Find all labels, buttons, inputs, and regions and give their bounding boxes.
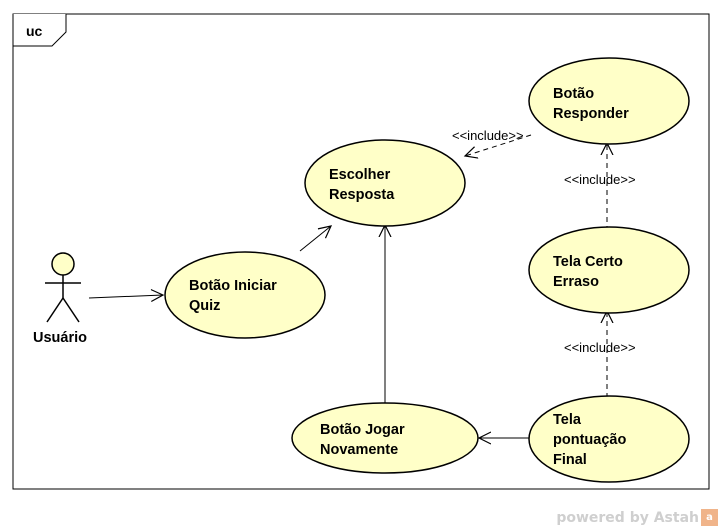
usecase-ellipse <box>304 139 466 227</box>
usecase-label-line2: Resposta <box>329 187 395 203</box>
usecase-ellipse <box>164 251 326 339</box>
include-label-3: <<include>> <box>564 340 636 355</box>
actor-head <box>51 252 75 276</box>
usecase-ellipse <box>528 57 690 145</box>
actor-left-leg <box>46 297 64 323</box>
assoc-actor-to-iniciar <box>88 295 163 298</box>
usecase-label-line1: Tela Certo <box>553 254 623 270</box>
usecase-label-line1: Botão <box>553 86 594 102</box>
usecase-label-line1: Escolher <box>329 167 391 183</box>
usecase-label-line1: Botão Jogar <box>320 422 405 438</box>
usecase-label-line2: Novamente <box>320 442 398 458</box>
usecase-label-line3: Final <box>553 452 587 468</box>
usecase-label-line2: Erraso <box>553 274 599 290</box>
include-label-2: <<include>> <box>564 172 636 187</box>
usecase-tela-pontuacao-final[interactable]: Tela pontuação Final <box>528 395 690 483</box>
actor-usuario[interactable]: Usuário <box>33 252 87 346</box>
usecase-botao-responder[interactable]: Botão Responder <box>528 57 690 145</box>
usecase-label-line1: Tela <box>553 412 582 428</box>
usecase-label-line1: Botão Iniciar <box>189 278 277 294</box>
usecase-ellipse <box>291 402 479 474</box>
usecase-label-line2: pontuação <box>553 432 626 448</box>
usecase-label-line2: Quiz <box>189 298 220 314</box>
actor-right-leg <box>62 297 80 323</box>
actor-name: Usuário <box>33 330 87 346</box>
include-escolher-responder <box>465 134 532 156</box>
frame-tab <box>12 14 67 47</box>
usecase-label-line2: Responder <box>553 106 629 122</box>
usecase-ellipse <box>528 226 690 314</box>
usecase-ellipse <box>528 395 690 483</box>
astah-logo-icon: a <box>701 509 718 526</box>
frame-label: uc <box>26 23 43 39</box>
usecase-tela-certo-erraso[interactable]: Tela Certo Erraso <box>528 226 690 314</box>
astah-watermark: powered by Astah a <box>556 509 718 526</box>
usecase-escolher-resposta[interactable]: Escolher Resposta <box>304 139 466 227</box>
include-label-1: <<include>> <box>452 128 524 143</box>
assoc-iniciar-to-escolher <box>299 226 331 252</box>
watermark-text: powered by Astah <box>556 509 699 526</box>
usecase-botao-iniciar-quiz[interactable]: Botão Iniciar Quiz <box>164 251 326 339</box>
usecase-botao-jogar-novamente[interactable]: Botão Jogar Novamente <box>291 402 479 474</box>
